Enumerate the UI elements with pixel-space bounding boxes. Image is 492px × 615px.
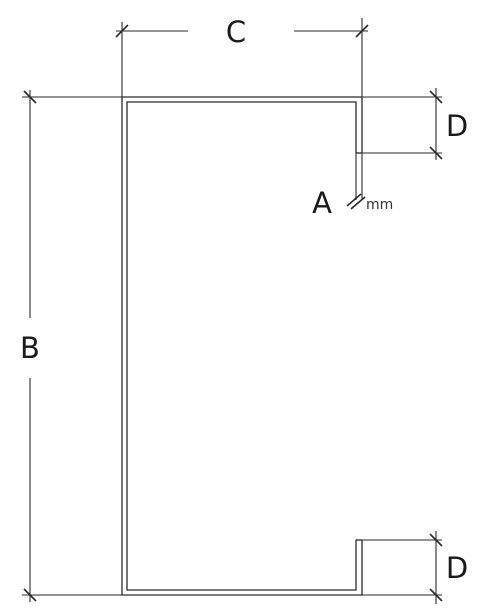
dimension-b [22,90,122,602]
dimension-b-label: B [20,331,40,365]
dimension-c-tick-right [355,24,369,38]
dimension-b-tick-top [23,90,37,104]
dimension-d-bottom [362,531,443,604]
dimension-c-label: C [226,15,246,49]
dimension-b-tick-bottom [23,588,37,602]
dimension-d-bottom-tick-2 [429,588,443,602]
dimension-d-top-label: D [446,109,468,143]
dimension-a-tick-1 [346,193,362,207]
dimension-d-top-tick-2 [429,146,443,160]
profile-outer-edge [121,96,363,596]
channel-profile [121,96,363,596]
dimension-d-top-tick-1 [429,90,443,104]
dimension-c-tick-left [115,24,129,38]
dimension-d-bottom-label: D [446,551,468,585]
dimension-a-unit: mm [366,197,393,213]
profile-inner-edge [126,101,357,591]
dimension-a-tick-2 [350,196,366,210]
dimension-d-top [362,88,443,160]
dimension-a-label: A [312,186,332,220]
dimension-c [115,18,369,97]
dimension-d-bottom-tick-1 [429,533,443,547]
dimension-a [346,153,366,210]
